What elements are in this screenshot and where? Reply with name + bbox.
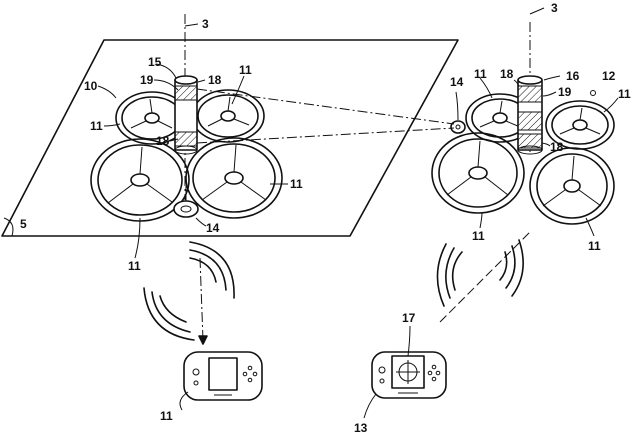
label-point-right: 12 (602, 69, 616, 83)
label-column-left-top: 15 (148, 55, 162, 69)
label-controller-right-top: 17 (402, 311, 416, 325)
axis-leader-left (184, 23, 199, 27)
label-camera-left: 14 (206, 221, 220, 235)
label-controller-right-bottom: 13 (354, 421, 368, 435)
label-column-right-d: 18 (550, 140, 564, 154)
plane-angle-arc (3, 217, 14, 237)
rotor-right-bottom-right (529, 147, 615, 225)
label-rotor-left-bottom-left: 11 (128, 259, 141, 273)
label-column-right-c: 19 (558, 85, 572, 99)
link-line-lower (196, 127, 455, 144)
label-rotor-left-top-right: 11 (239, 63, 252, 77)
link-line-upper (196, 88, 455, 125)
rotor-left-bottom-left (90, 138, 190, 222)
camera-left (173, 186, 199, 218)
label-rotor-right-top: 11 (474, 67, 487, 81)
axis-leader-right (529, 7, 545, 15)
label-rotor-left-mid-left: 11 (90, 119, 103, 133)
label-plane: 5 (20, 217, 27, 231)
drone-left (90, 14, 283, 222)
point-marker-right (590, 90, 596, 96)
label-rotor-right-right: 11 (618, 87, 631, 101)
drone-right (431, 7, 615, 225)
label-camera-right: 14 (450, 75, 464, 89)
reference-labels: 3 3 5 10 15 19 18 18 11 11 11 11 14 18 1… (20, 1, 631, 435)
label-drone-left: 10 (84, 79, 98, 93)
rotor-left-top-right (191, 89, 265, 143)
label-rotor-right-bottom-right: 11 (588, 239, 601, 253)
label-column-left-ring-a: 19 (140, 73, 154, 87)
label-axis-right: 3 (551, 1, 558, 15)
controller-left (183, 351, 263, 401)
rotor-right-bottom-left (431, 132, 525, 214)
column-left (174, 75, 198, 155)
column-right (517, 75, 543, 155)
label-column-left-ring-b: 18 (208, 73, 222, 87)
label-controller-left: 11 (160, 409, 173, 423)
rotor-left-bottom-right (185, 137, 283, 219)
label-column-right-b: 16 (566, 69, 580, 83)
camera-right (450, 120, 466, 134)
controller-right (371, 351, 447, 399)
signal-right (436, 231, 531, 323)
label-column-right-a: 18 (500, 67, 514, 81)
label-column-left-ring-c: 18 (156, 134, 170, 148)
label-rotor-left-bottom-right: 11 (290, 177, 303, 191)
ground-plane (1, 39, 459, 237)
signal-left (143, 241, 235, 345)
label-axis-left: 3 (202, 17, 209, 31)
label-rotor-right-bottom-left: 11 (472, 229, 485, 243)
leader-lines (97, 63, 619, 419)
